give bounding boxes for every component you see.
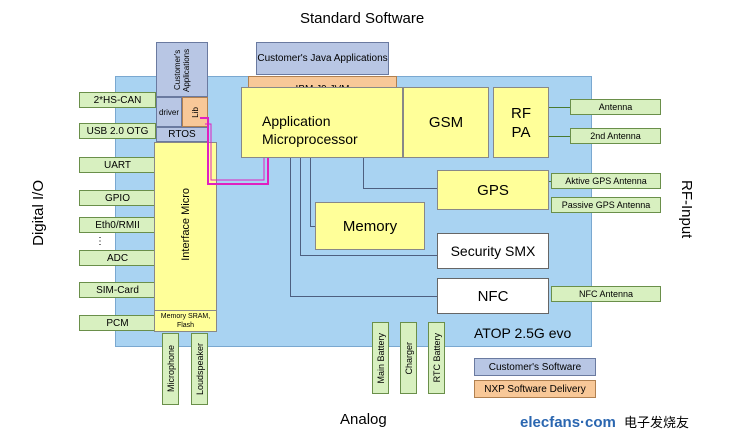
line-aktive-gps (549, 181, 551, 182)
io-2hs-can: 2*HS-CAN (79, 92, 156, 108)
line-app-to-gps-v (363, 158, 364, 188)
io-loudspeaker-label: Loudspeaker (194, 342, 205, 396)
io-charger-label: Charger (403, 341, 414, 375)
io-aktive-gps-antenna: Aktive GPS Antenna (551, 173, 661, 189)
title-rf-input-text: RF-Input (678, 180, 695, 239)
io-passive-gps-antenna: Passive GPS Antenna (551, 197, 661, 213)
line-app-to-memory-v (310, 158, 311, 226)
interface-micro (154, 142, 217, 330)
memory-sram-flash: Memory SRAM, Flash (154, 310, 217, 332)
legend-customers-software: Customer's Software (474, 358, 596, 376)
io-2nd-antenna: 2nd Antenna (570, 128, 661, 144)
line-app-to-security-v (300, 158, 301, 255)
line-app-to-security-h (300, 255, 437, 256)
line-app-to-memory-h (310, 226, 315, 227)
driver-box: driver (156, 97, 182, 127)
security-smx-block: Security SMX (437, 233, 549, 269)
io-microphone-label: Microphone (165, 345, 176, 393)
title-rf-input: RF-Input (678, 180, 702, 260)
io-rtc-battery: RTC Battery (428, 322, 445, 394)
title-standard-software: Standard Software (300, 10, 425, 27)
customers-java-applications: Customer's Java Applications (256, 42, 389, 75)
nfc-block: NFC (437, 278, 549, 314)
watermark-cn: 电子发烧友 (624, 415, 690, 430)
rf-pa-block: RF PA (493, 87, 549, 158)
line-app-to-gps-h (363, 188, 437, 189)
io-pcm: PCM (79, 315, 156, 331)
io-nfc-antenna: NFC Antenna (551, 286, 661, 302)
legend-nxp-software-delivery: NXP Software Delivery (474, 380, 596, 398)
lib-box: Lib (182, 97, 208, 127)
io-usb-otg: USB 2.0 OTG (79, 123, 156, 139)
io-main-battery-label: Main Battery (375, 332, 386, 384)
io-antenna: Antenna (570, 99, 661, 115)
line-app-to-nfc-h (290, 296, 437, 297)
line-app-to-nfc-v (290, 158, 291, 296)
io-sim-card: SIM-Card (79, 282, 156, 298)
watermark: elecfans·com 电子发烧友 (520, 412, 689, 431)
io-rtc-battery-label: RTC Battery (431, 333, 442, 383)
rtos-box: RTOS (156, 127, 208, 142)
app-micro-label: Application Microprocessor (262, 113, 358, 147)
memory-block: Memory (315, 202, 425, 250)
rf-pa-label: RF PA (511, 104, 531, 141)
io-charger: Charger (400, 322, 417, 394)
watermark-text: elecfans·com (520, 414, 616, 431)
line-antenna (549, 107, 570, 108)
io-main-battery: Main Battery (372, 322, 389, 394)
io-loudspeaker: Loudspeaker (191, 333, 208, 405)
title-analog: Analog (340, 411, 387, 428)
line-2nd-antenna (549, 136, 570, 137)
customers-applications: Customer's Applications (156, 42, 208, 97)
gsm-block: GSM (403, 87, 489, 158)
application-microprocessor (241, 87, 403, 158)
board-title: ATOP 2.5G evo (474, 325, 572, 341)
io-ellipsis: ⋮ (95, 235, 105, 247)
app-micro-label-wrap: Application Microprocessor (262, 112, 392, 152)
driver-label: driver (158, 107, 179, 117)
gps-block: GPS (437, 170, 549, 210)
io-microphone: Microphone (162, 333, 179, 405)
